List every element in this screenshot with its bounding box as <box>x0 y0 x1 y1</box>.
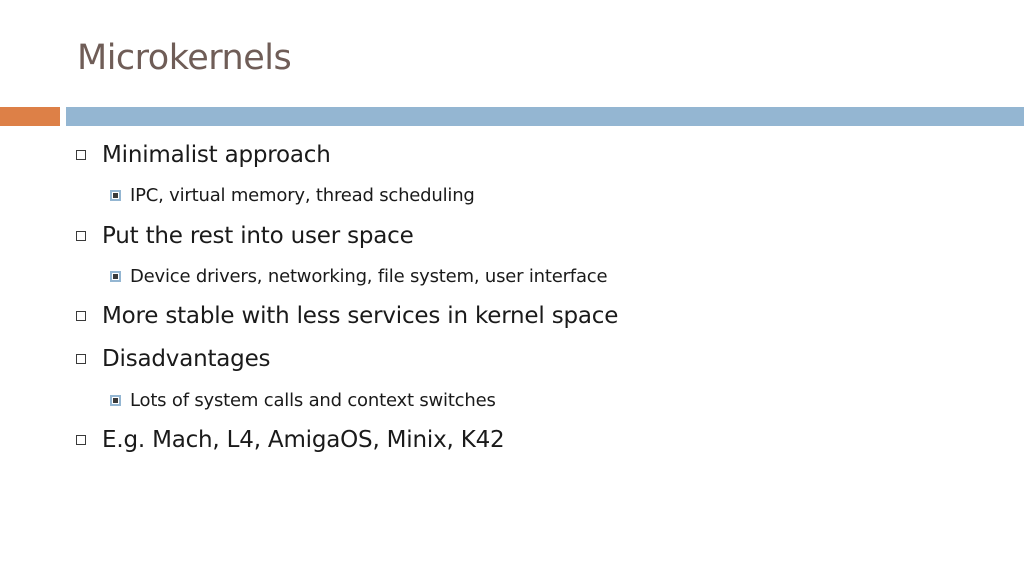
square-bullet-icon <box>76 354 86 364</box>
bullet-text: Minimalist approach <box>102 142 331 168</box>
bullet-item: More stable with less services in kernel… <box>76 303 618 329</box>
sub-bullet-text: IPC, virtual memory, thread scheduling <box>130 185 475 206</box>
filled-square-bullet-icon <box>110 271 121 282</box>
sub-bullet-text: Lots of system calls and context switche… <box>130 390 496 411</box>
sub-bullet-text: Device drivers, networking, file system,… <box>130 266 608 287</box>
accent-bar-blue <box>66 107 1024 126</box>
square-bullet-icon <box>76 231 86 241</box>
bullet-item: E.g. Mach, L4, AmigaOS, Minix, K42 <box>76 427 505 453</box>
bullet-text: E.g. Mach, L4, AmigaOS, Minix, K42 <box>102 427 505 453</box>
slide-title: Microkernels <box>77 38 292 78</box>
bullet-text: More stable with less services in kernel… <box>102 303 619 329</box>
sub-bullet-item: Device drivers, networking, file system,… <box>110 266 608 287</box>
accent-bar-orange <box>0 107 60 126</box>
filled-square-bullet-icon <box>110 395 121 406</box>
square-bullet-icon <box>76 435 86 445</box>
bullet-item: Minimalist approach <box>76 142 331 168</box>
bullet-item: Disadvantages <box>76 346 271 372</box>
bullet-text: Disadvantages <box>102 346 271 372</box>
sub-bullet-item: IPC, virtual memory, thread scheduling <box>110 185 475 206</box>
sub-bullet-item: Lots of system calls and context switche… <box>110 390 496 411</box>
filled-square-bullet-icon <box>110 190 121 201</box>
square-bullet-icon <box>76 150 86 160</box>
square-bullet-icon <box>76 311 86 321</box>
bullet-item: Put the rest into user space <box>76 223 414 249</box>
bullet-text: Put the rest into user space <box>102 223 414 249</box>
